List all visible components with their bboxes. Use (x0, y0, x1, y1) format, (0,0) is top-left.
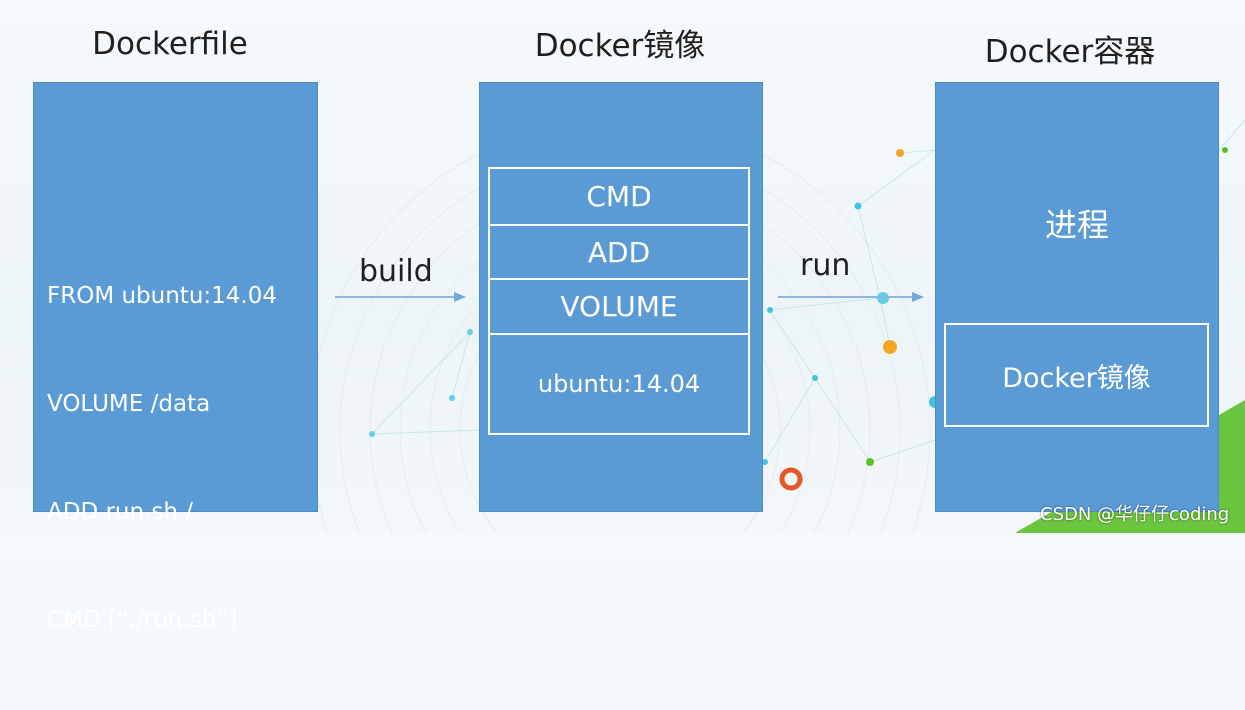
dockerfile-line: FROM ubuntu:14.04 (47, 283, 277, 309)
image-layer-base: ubuntu:14.04 (537, 370, 701, 398)
image-layer-add: ADD (490, 226, 748, 280)
container-image-box: Docker镜像 (944, 323, 1209, 427)
dockerfile-line: VOLUME /data (47, 391, 211, 417)
image-layer-volume: VOLUME (490, 280, 748, 335)
dockerfile-panel: FROM ubuntu:14.04 VOLUME /data ADD run.s… (33, 82, 318, 633)
csdn-watermark: CSDN @华仔仔coding (1040, 504, 1230, 525)
dockerfile-title: Dockerfile (92, 26, 248, 62)
build-label: build (359, 254, 433, 289)
image-layer-cmd: CMD (490, 169, 748, 226)
docker-image-panel: CMD ADD VOLUME ubuntu:14.04 (479, 82, 763, 512)
run-arrow (778, 292, 924, 302)
dockerfile-line: ADD run.sh / (47, 499, 194, 525)
dockerfile-line: CMD [“./run.sh”] (47, 607, 238, 633)
build-arrow (335, 292, 466, 302)
process-label: 进程 (1044, 206, 1109, 244)
docker-container-panel: 进程 Docker镜像 (935, 82, 1219, 512)
docker-container-title: Docker容器 (984, 34, 1156, 70)
run-label: run (800, 248, 851, 283)
docker-image-title: Docker镜像 (534, 28, 706, 64)
image-layer-stack: CMD ADD VOLUME ubuntu:14.04 (488, 167, 750, 435)
dockerfile-code: FROM ubuntu:14.04 VOLUME /data ADD run.s… (47, 206, 277, 710)
